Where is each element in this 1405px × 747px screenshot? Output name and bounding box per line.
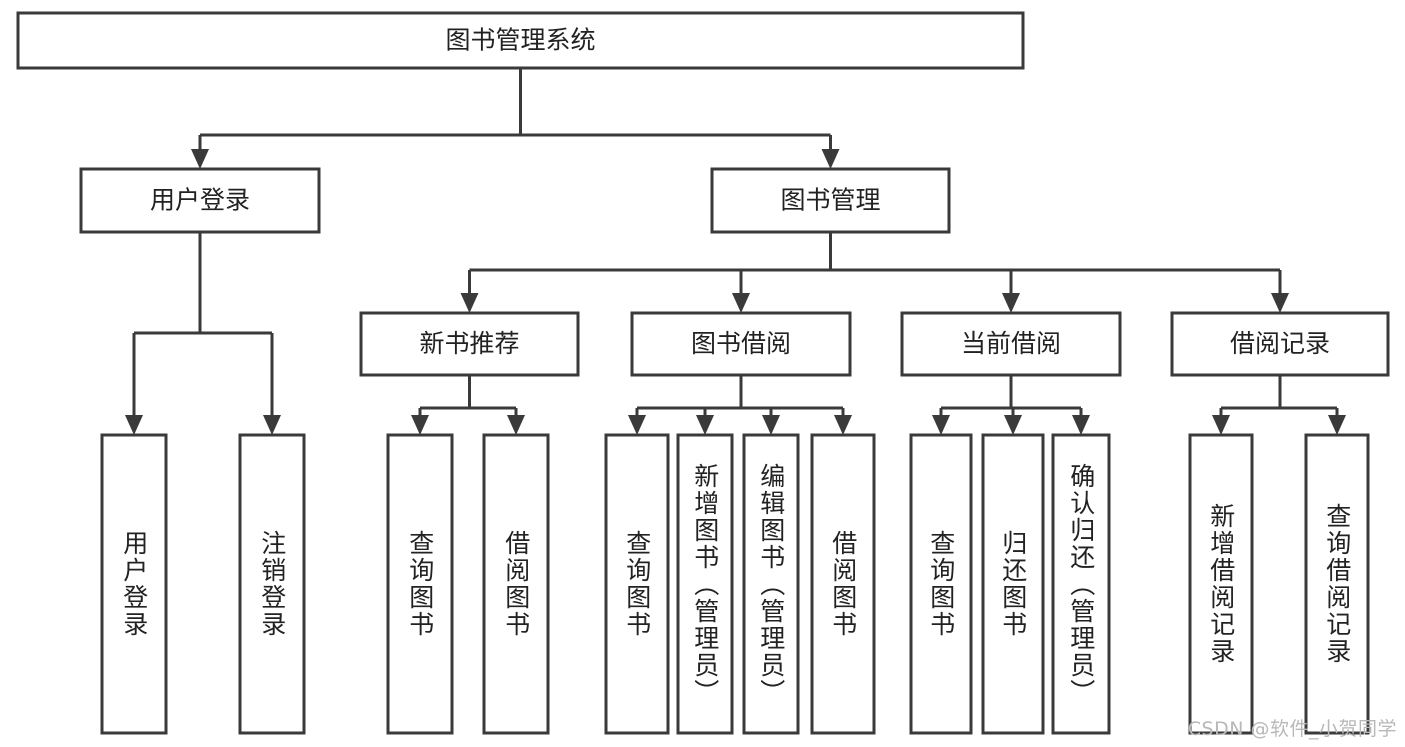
node-leaf-借阅图书-3[interactable] <box>482 433 550 735</box>
node-leaf-查询图书-2[interactable] <box>386 433 454 735</box>
node-leaf-查询图书-4[interactable] <box>604 433 670 735</box>
arrow-head-icon <box>762 415 780 435</box>
node-l3-图书借阅[interactable] <box>630 311 852 377</box>
node-leaf-编辑图书管理员-6[interactable] <box>742 433 800 735</box>
node-leaf-用户登录-0[interactable] <box>100 433 168 735</box>
arrow-head-icon <box>821 149 840 169</box>
connectors-layer <box>125 68 1346 435</box>
node-l2-图书管理[interactable] <box>710 167 951 234</box>
node-leaf-查询借阅记录-12[interactable] <box>1304 433 1370 735</box>
node-leaf-注销登录-1[interactable] <box>238 433 306 735</box>
node-l2-用户登录[interactable] <box>79 167 321 234</box>
arrow-head-icon <box>834 415 852 435</box>
arrow-head-icon <box>125 415 143 435</box>
node-label-root: 图书管理系统 <box>445 26 595 55</box>
node-label-l2-1: 图书管理 <box>780 186 880 215</box>
node-label-l3-2: 当前借阅 <box>961 329 1061 358</box>
node-leaf-借阅图书-7[interactable] <box>810 433 876 735</box>
arrow-head-icon <box>411 415 429 435</box>
node-leaf-新增借阅记录-11[interactable] <box>1188 433 1254 735</box>
arrow-head-icon <box>460 293 479 313</box>
node-label-l3-0: 新书推荐 <box>419 329 519 358</box>
node-leaf-确认归还管理员-10[interactable] <box>1051 433 1111 735</box>
node-label-l2-0: 用户登录 <box>150 186 250 215</box>
arrow-head-icon <box>628 415 646 435</box>
watermark: CSDN @软件_小贺同学 <box>1187 718 1397 740</box>
arrow-head-icon <box>1212 415 1230 435</box>
arrow-head-icon <box>1004 415 1022 435</box>
arrow-head-icon <box>263 415 281 435</box>
arrow-head-icon <box>1271 293 1289 313</box>
arrow-head-icon <box>932 415 950 435</box>
arrow-head-icon <box>732 293 750 313</box>
node-leaf-归还图书-9[interactable] <box>981 433 1045 735</box>
arrow-head-icon <box>1072 415 1090 435</box>
arrow-head-icon <box>1002 293 1020 313</box>
node-leaf-查询图书-8[interactable] <box>909 433 973 735</box>
node-l3-新书推荐[interactable] <box>359 311 580 377</box>
node-leaf-新增图书管理员-5[interactable] <box>676 433 734 735</box>
arrow-head-icon <box>507 415 525 435</box>
node-boxes-layer <box>16 11 1390 735</box>
node-l3-借阅记录[interactable] <box>1170 311 1390 377</box>
arrow-head-icon <box>696 415 714 435</box>
node-l3-当前借阅[interactable] <box>900 311 1122 377</box>
node-label-l3-1: 图书借阅 <box>691 329 791 358</box>
arrow-head-icon <box>191 149 209 169</box>
node-label-l3-3: 借阅记录 <box>1230 329 1330 358</box>
arrow-head-icon <box>1328 415 1346 435</box>
node-root-图书管理系统[interactable] <box>16 11 1025 70</box>
